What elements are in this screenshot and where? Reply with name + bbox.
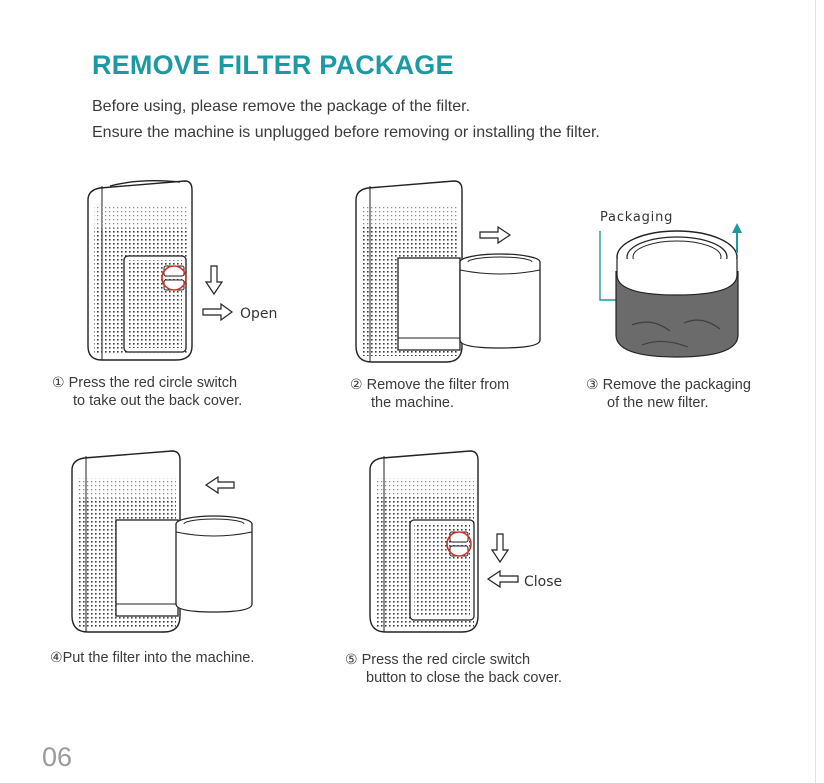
step-1-line-2: to take out the back cover.	[73, 393, 243, 409]
page-title: REMOVE FILTER PACKAGE	[92, 50, 454, 80]
step-2-line-2: the machine.	[371, 395, 455, 411]
intro-line-1: Before using, please remove the package …	[92, 98, 471, 115]
figure-step-4-insert-filter	[71, 450, 253, 633]
step-5-caption: ⑤ Press the red circle switch button to …	[345, 650, 562, 687]
step-4-line-1: Put the filter into the machine.	[62, 650, 255, 666]
step-3-line-2: of the new filter.	[607, 395, 709, 411]
step-1-caption: ① Press the red circle switch to take ou…	[52, 373, 242, 410]
step-5-number: ⑤	[345, 651, 358, 667]
figure-step-1-open-cover: Open	[87, 179, 277, 361]
arrow-down-icon	[204, 265, 224, 296]
step-2-line-1: Remove the filter from	[362, 377, 510, 393]
step-5-line-2: button to close the back cover.	[366, 670, 562, 686]
red-switch-circle	[446, 531, 472, 557]
step-3-caption: ③ Remove the packaging of the new filter…	[586, 375, 751, 412]
step-2-caption: ② Remove the filter from the machine.	[350, 375, 509, 412]
figure-step-3-packaging: Packaging	[599, 210, 742, 358]
step-5-line-1: Press the red circle switch	[357, 652, 531, 668]
step-4-caption: ④Put the filter into the machine.	[50, 648, 254, 667]
arrow-left-icon	[204, 475, 235, 495]
page-edge-line	[815, 0, 816, 783]
red-switch-circle	[161, 265, 187, 291]
step-2-number: ②	[350, 376, 363, 392]
step-3-line-1: Remove the packaging	[598, 377, 751, 393]
figure-step-5-close-cover: Close	[369, 450, 562, 633]
figure-step-2-remove-filter	[355, 180, 541, 363]
arrow-right-icon	[479, 225, 512, 245]
page-number: 06	[42, 742, 73, 772]
step-1-line-1: Press the red circle switch	[64, 375, 238, 391]
step-3-number: ③	[586, 376, 599, 392]
packaging-label: Packaging	[600, 210, 673, 225]
packaging-pointer-line	[599, 231, 616, 301]
open-label: Open	[240, 306, 277, 322]
intro-line-2: Ensure the machine is unplugged before r…	[92, 124, 600, 141]
step-4-number: ④	[50, 649, 63, 665]
close-label: Close	[524, 574, 562, 590]
arrow-down-icon	[490, 533, 510, 564]
arrow-left-icon	[486, 569, 519, 589]
step-1-number: ①	[52, 374, 65, 390]
arrow-right-icon	[202, 302, 234, 322]
